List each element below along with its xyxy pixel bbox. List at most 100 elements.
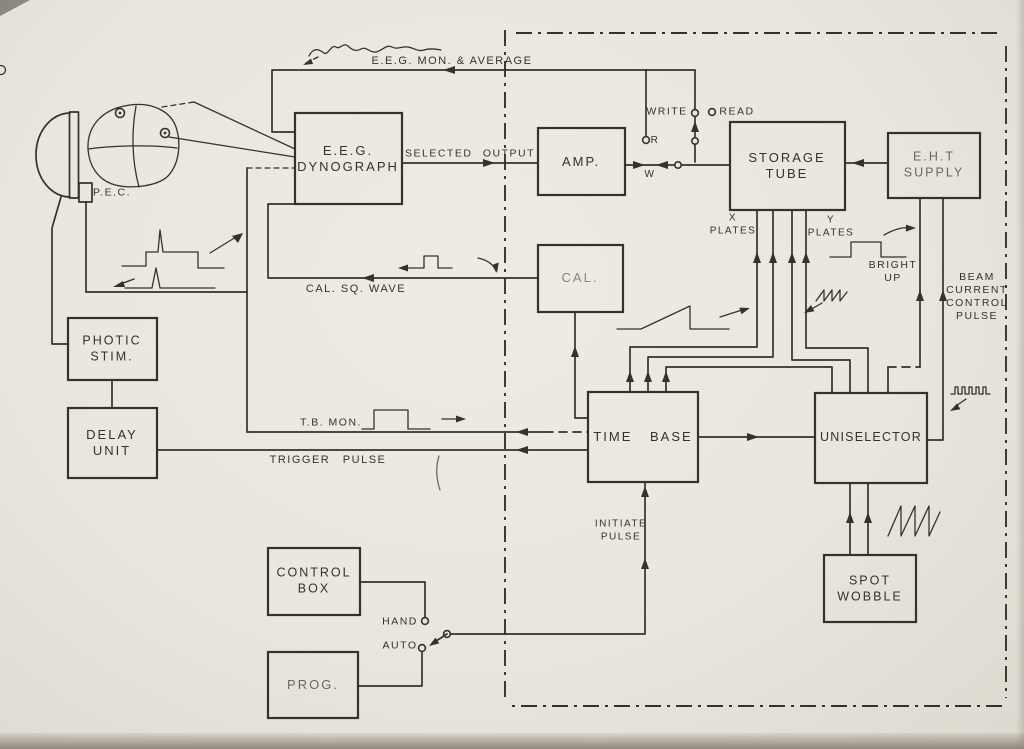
arrow-up-icon — [641, 486, 649, 497]
arrow-left-icon — [516, 446, 528, 454]
pulse-waveform — [361, 409, 431, 430]
label-time-base: TIME BASE — [593, 428, 693, 444]
photo-edge-right — [1016, 0, 1024, 749]
arrow-right-icon — [483, 159, 495, 167]
pec-cell — [78, 182, 248, 293]
arrow-down-left-icon — [804, 305, 815, 313]
box-eeg-dynograph — [293, 111, 404, 206]
electrode-lead-2 — [168, 136, 296, 158]
box-spot-wobble — [822, 553, 918, 624]
wire-eeg-mon-average — [271, 44, 696, 133]
label-trigger-pulse: TRIGGER PULSE — [269, 454, 387, 467]
pulse-train-waveform — [950, 386, 991, 395]
label-tb-mon: T.B. MON. — [300, 416, 362, 429]
contact-auto — [417, 643, 427, 653]
arrow-right-icon — [747, 433, 759, 441]
write-read-switch — [624, 69, 731, 170]
bright-up-pulse-waveform — [829, 241, 907, 258]
head-sketch — [87, 101, 296, 188]
label-spot-wobble: SPOT WOBBLE — [837, 573, 903, 603]
arrow-curved-icon — [492, 262, 499, 273]
wire-initiate-pulse — [449, 481, 646, 635]
box-prog — [266, 650, 360, 720]
evoked-response-waveform — [121, 229, 225, 269]
lamp-reflector-arc — [35, 112, 71, 198]
label-read: READ — [719, 105, 755, 118]
response-waveforms — [113, 229, 243, 289]
label-y-plates: Y PLATES — [807, 214, 855, 239]
label-initiate-pulse: INITIATE PULSE — [594, 518, 648, 543]
arrow-down-left-icon — [303, 58, 313, 65]
square-pulse-waveform — [401, 255, 453, 269]
sawtooth-small-waveform — [815, 289, 848, 302]
label-beam-current: BEAM CURRENT CONTROL PULSE — [946, 270, 1008, 323]
spike-waveform — [124, 267, 216, 289]
box-uniselector — [813, 391, 929, 485]
label-photic-stim: PHOTIC STIM. — [82, 333, 142, 363]
label-eeg-mon-average: E.E.G. MON. & AVERAGE — [371, 55, 533, 68]
stray-pencil-mark — [436, 455, 441, 491]
label-storage-tube: STORAGE TUBE — [748, 149, 826, 181]
label-write: WRITE — [646, 105, 688, 118]
photic-lamp-icon — [35, 111, 80, 345]
wire-timebase-to-uniselector — [697, 433, 816, 441]
label-w-contact: W — [644, 168, 656, 180]
wire-spot-wobble — [846, 482, 941, 556]
photo-edge-bottom — [0, 733, 1024, 749]
contact-write — [673, 161, 682, 170]
label-hand: HAND — [382, 615, 418, 628]
contact-write-top — [690, 108, 700, 118]
plate-wiring — [616, 209, 869, 394]
wire-prog-to-auto — [357, 651, 423, 687]
label-control-box: CONTROL BOX — [276, 565, 352, 595]
wire-selected-output — [401, 159, 539, 167]
label-pec: P.E.C. — [93, 186, 131, 199]
arrow-left-icon — [516, 428, 528, 436]
arrow-up-icon — [571, 346, 579, 357]
arrow-right-icon — [456, 415, 466, 423]
arrow-left-icon — [852, 159, 864, 167]
head-sagittal-line — [132, 105, 140, 188]
wire-timebase-to-uniselector-top — [665, 366, 833, 394]
electrode-lead-dashed — [161, 101, 195, 108]
photo-corner-shadow — [0, 0, 30, 16]
label-prog: PROG. — [287, 676, 339, 692]
wire-eht-to-storage — [844, 159, 889, 167]
label-auto: AUTO — [382, 639, 418, 652]
box-storage-tube — [728, 120, 847, 212]
label-cal-sq-wave: CAL. SQ. WAVE — [305, 283, 407, 296]
arrow-down-left-icon — [950, 403, 961, 411]
wire-lamp-to-photic — [51, 196, 69, 345]
sawtooth-waveform — [887, 505, 941, 537]
arrow-switch-icon — [429, 637, 440, 646]
wire-bright-up — [829, 197, 924, 394]
label-bright-up: BRIGHT UP — [868, 258, 918, 284]
box-amp — [536, 126, 627, 197]
wire-x-plate-1 — [629, 209, 758, 393]
wire-y-plate-2 — [805, 209, 869, 394]
arrow-up-icon — [691, 121, 699, 132]
arrow-left-icon — [443, 66, 455, 74]
wire-beam-current — [926, 197, 991, 441]
block-boxes — [66, 111, 982, 720]
label-uniselector: UNISELECTOR — [820, 430, 922, 445]
pec-box — [78, 182, 93, 203]
box-eht-supply — [886, 131, 982, 200]
wire-y-plate-1 — [791, 209, 851, 394]
eeg-waveform-squiggle — [308, 44, 442, 57]
hand-auto-switch — [357, 481, 649, 687]
electrode-lead-1 — [193, 101, 296, 150]
paper-mark — [0, 64, 7, 76]
arrow-up-right-icon — [232, 233, 243, 243]
ramp-waveform — [616, 305, 730, 330]
label-x-plates: X PLATES — [709, 212, 757, 237]
label-amp: AMP. — [561, 153, 601, 169]
wire-controlbox-to-hand — [359, 581, 426, 619]
wire-trigger-pulse — [156, 446, 589, 454]
arrow-curved-icon — [905, 224, 916, 232]
arrow-down-left-icon — [113, 281, 125, 287]
head-coronal-line — [87, 145, 178, 150]
arrow-left-icon — [362, 274, 374, 282]
